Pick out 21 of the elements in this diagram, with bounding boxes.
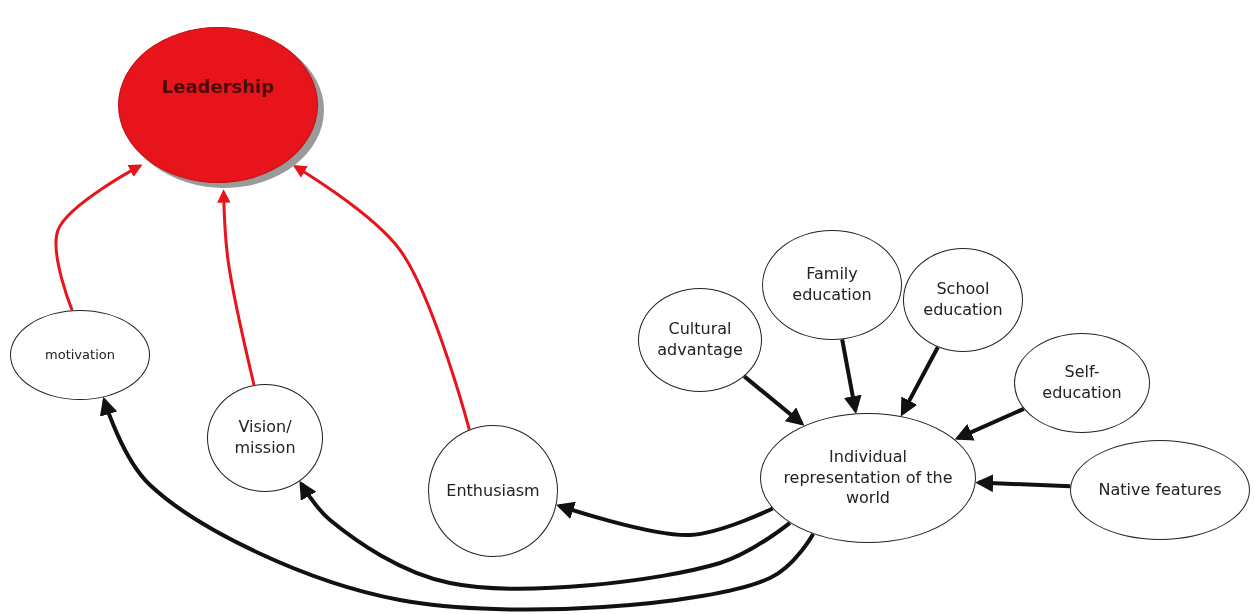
node-label: Vision/ mission bbox=[233, 417, 297, 459]
node-label: Individual representation of the world bbox=[782, 446, 954, 510]
arrow bbox=[840, 339, 862, 414]
node-label: Family education bbox=[791, 264, 873, 306]
arrow bbox=[954, 407, 1025, 441]
arrow bbox=[54, 164, 143, 311]
arrow bbox=[100, 396, 815, 612]
arrow bbox=[299, 480, 792, 591]
node-label: School education bbox=[922, 279, 1004, 321]
arrow bbox=[900, 346, 940, 417]
node-label: Cultural advantage bbox=[656, 319, 744, 361]
node-label: Native features bbox=[1097, 479, 1223, 501]
node-label: Enthusiasm bbox=[445, 480, 541, 502]
arrow bbox=[975, 474, 1071, 493]
arrow bbox=[292, 165, 471, 430]
node-label: motivation bbox=[44, 346, 116, 364]
node-label: Self- education bbox=[1041, 362, 1123, 404]
node-label: Leadership bbox=[160, 75, 276, 99]
arrow bbox=[556, 501, 774, 537]
arrow bbox=[743, 374, 805, 426]
arrow bbox=[217, 189, 256, 386]
